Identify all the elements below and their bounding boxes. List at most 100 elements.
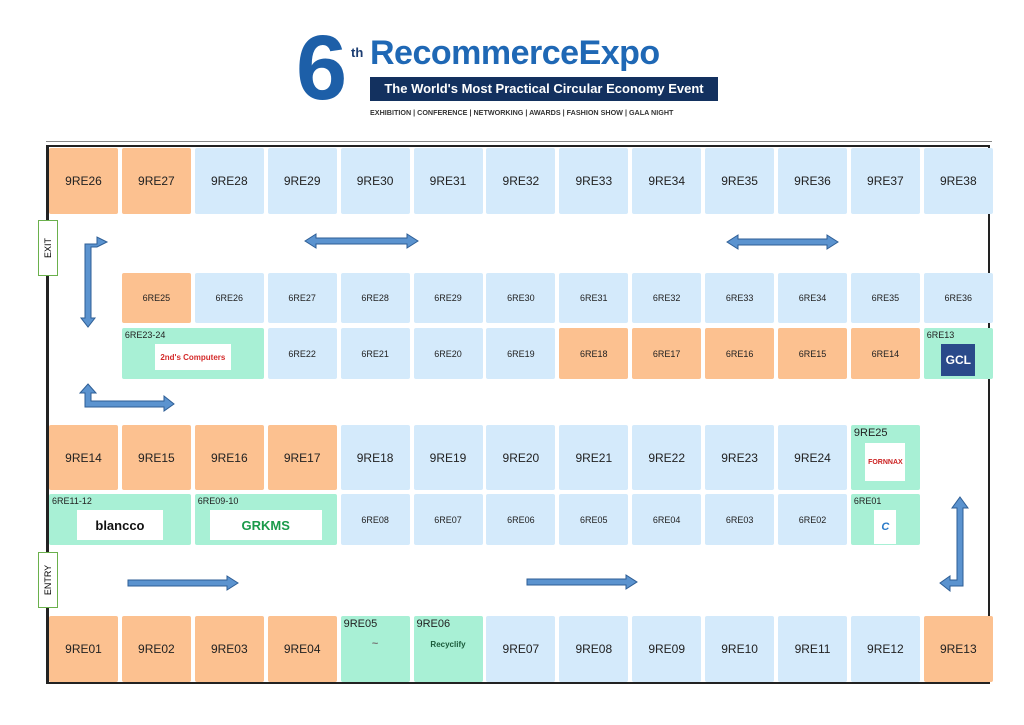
booth-6re18[interactable]: 6RE18: [559, 328, 629, 379]
booth-6re35[interactable]: 6RE35: [850, 273, 920, 323]
booth-6re33[interactable]: 6RE33: [705, 273, 775, 323]
booth-6re32[interactable]: 6RE32: [632, 273, 702, 323]
booth-9re31[interactable]: 9RE31: [413, 148, 483, 214]
booth-6re21[interactable]: 6RE21: [340, 328, 410, 379]
booth-9re18[interactable]: 9RE18: [340, 425, 410, 490]
booth-label: 9RE35: [721, 174, 758, 188]
booth-6re04[interactable]: 6RE04: [632, 494, 702, 545]
booth-6re19[interactable]: 6RE19: [486, 328, 556, 379]
booth-9re04[interactable]: 9RE04: [267, 616, 337, 682]
booth-9re02[interactable]: 9RE02: [121, 616, 191, 682]
booth-6re22[interactable]: 6RE22: [267, 328, 337, 379]
booth-9re36[interactable]: 9RE36: [778, 148, 847, 214]
booth-label: 6RE14: [871, 348, 900, 359]
booth-6re27[interactable]: 6RE27: [267, 273, 337, 323]
booth-6re02[interactable]: 6RE02: [778, 494, 847, 545]
booth-label: 6RE06: [507, 514, 535, 525]
booth-6re31[interactable]: 6RE31: [559, 273, 629, 323]
booth-9re33[interactable]: 9RE33: [559, 148, 629, 214]
booth-9re26[interactable]: 9RE26: [49, 148, 118, 214]
booth-label: 6RE11-12: [52, 496, 92, 506]
booth-9re09[interactable]: 9RE09: [632, 616, 702, 682]
booth-9re14[interactable]: 9RE14: [49, 425, 118, 490]
booth-6re30[interactable]: 6RE30: [486, 273, 556, 323]
booth-label: 6RE26: [215, 293, 244, 303]
booth-label: 9RE36: [794, 174, 831, 188]
booth-label: 9RE02: [138, 642, 175, 656]
booth-9re24[interactable]: 9RE24: [778, 425, 847, 490]
booth-label: 9RE04: [283, 642, 321, 656]
booth-label: 9RE01: [65, 642, 102, 656]
booth-9re07[interactable]: 9RE07: [486, 616, 556, 682]
booth-9re11[interactable]: 9RE11: [778, 616, 847, 682]
booth-label: 9RE32: [502, 174, 540, 188]
booth-9re22[interactable]: 9RE22: [632, 425, 702, 490]
booth-6re25[interactable]: 6RE25: [121, 273, 191, 323]
booth-6re36[interactable]: 6RE36: [923, 273, 993, 323]
booth-label: 9RE09: [648, 642, 686, 656]
booth-label: 6RE08: [361, 514, 389, 525]
booth-9re35[interactable]: 9RE35: [705, 148, 775, 214]
booth-9re27[interactable]: 9RE27: [121, 148, 191, 214]
booth-9re13[interactable]: 9RE13: [923, 616, 993, 682]
arrow-right-icon: [526, 574, 638, 590]
booth-label: 6RE21: [361, 348, 389, 359]
booth-9re20[interactable]: 9RE20: [486, 425, 556, 490]
booth-6re14[interactable]: 6RE14: [850, 328, 920, 379]
booth-label: 9RE37: [867, 174, 904, 188]
booth-6re20[interactable]: 6RE20: [413, 328, 483, 379]
booth-9re16[interactable]: 9RE16: [194, 425, 264, 490]
booth-9re05[interactable]: 9RE05~: [340, 616, 410, 682]
booth-9re17[interactable]: 9RE17: [267, 425, 337, 490]
exhibitor-logo: GRKMS: [209, 510, 322, 540]
floor-plan-frame: [46, 145, 990, 684]
booth-6re06[interactable]: 6RE06: [486, 494, 556, 545]
booth-9re29[interactable]: 9RE29: [267, 148, 337, 214]
booth-6re28[interactable]: 6RE28: [340, 273, 410, 323]
booth-9re15[interactable]: 9RE15: [121, 425, 191, 490]
booth-label: 9RE07: [502, 642, 540, 656]
booth-6re17[interactable]: 6RE17: [632, 328, 702, 379]
booth-6re07[interactable]: 6RE07: [413, 494, 483, 545]
booth-9re19[interactable]: 9RE19: [413, 425, 483, 490]
booth-9re12[interactable]: 9RE12: [850, 616, 920, 682]
booth-6re03[interactable]: 6RE03: [705, 494, 775, 545]
booth-9re30[interactable]: 9RE30: [340, 148, 410, 214]
booth-6re15[interactable]: 6RE15: [778, 328, 847, 379]
booth-9re01[interactable]: 9RE01: [49, 616, 118, 682]
booth-label: 6RE29: [434, 293, 462, 303]
expo-logo-header: 6 th RecommerceExpo The World's Most Pra…: [296, 22, 736, 123]
booth-6re08[interactable]: 6RE08: [340, 494, 410, 545]
booth-label: 6RE27: [288, 293, 316, 303]
booth-9re10[interactable]: 9RE10: [705, 616, 775, 682]
booth-9re34[interactable]: 9RE34: [632, 148, 702, 214]
double-arrow-icon: [726, 234, 839, 250]
booth-9re03[interactable]: 9RE03: [194, 616, 264, 682]
booth-9re08[interactable]: 9RE08: [559, 616, 629, 682]
exhibitor-logo: ~: [371, 638, 379, 650]
booth-label: 6RE31: [580, 293, 608, 303]
booth-label: 9RE29: [283, 174, 321, 188]
booth-9re38[interactable]: 9RE38: [923, 148, 993, 214]
booth-9re23[interactable]: 9RE23: [705, 425, 775, 490]
booth-9re21[interactable]: 9RE21: [559, 425, 629, 490]
booth-6re29[interactable]: 6RE29: [413, 273, 483, 323]
exhibitor-logo: blancco: [76, 510, 163, 540]
booth-6re11-12[interactable]: 6RE11-12 blancco: [49, 494, 191, 545]
booth-6re05[interactable]: 6RE05: [559, 494, 629, 545]
booth-9re37[interactable]: 9RE37: [850, 148, 920, 214]
booth-6re16[interactable]: 6RE16: [705, 328, 775, 379]
booth-9re28[interactable]: 9RE28: [194, 148, 264, 214]
booth-label: 6RE20: [434, 348, 462, 359]
booth-label: 9RE06: [416, 618, 451, 630]
booth-9re32[interactable]: 9RE32: [486, 148, 556, 214]
booth-6re34[interactable]: 6RE34: [778, 273, 847, 323]
booth-6re26[interactable]: 6RE26: [194, 273, 264, 323]
